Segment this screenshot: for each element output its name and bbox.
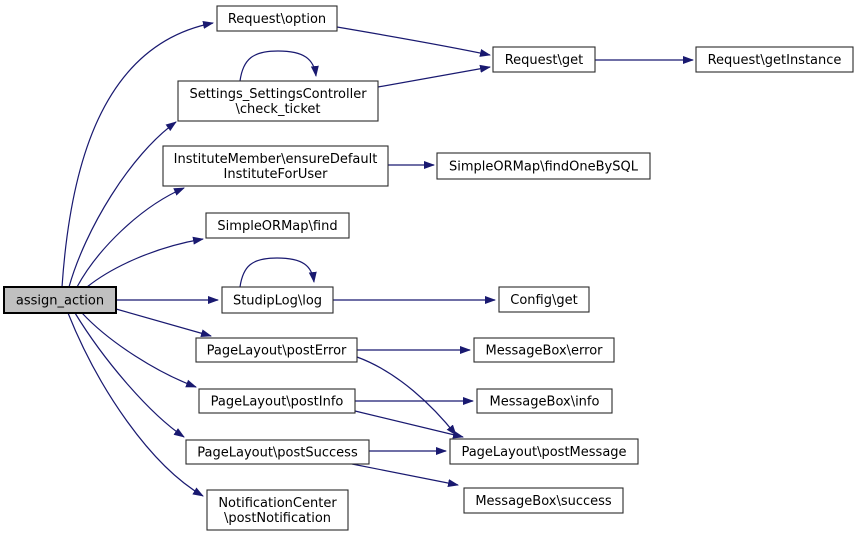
self-loop-edge-studiplog_log (239, 257, 317, 288)
graph-node-pagelayout_posterror[interactable]: PageLayout\postError (195, 337, 358, 363)
node-box-request_getinstance (695, 46, 854, 73)
node-box-config_get (498, 286, 590, 313)
node-box-assign_action (3, 286, 117, 314)
node-label-request_get-line1: Request\get (505, 53, 584, 68)
edge-settings_check_ticket-to-request_get (377, 64, 491, 88)
node-label-pagelayout_posterror-line1: PageLayout\postError (207, 344, 347, 359)
node-label-messagebox_error-line1: MessageBox\error (486, 344, 604, 359)
node-label-studiplog_log-line1: StudipLog\log (233, 294, 322, 309)
edge-pagelayout_posterror-to-pagelayout_postmessage (356, 356, 457, 436)
node-box-messagebox_error (473, 337, 615, 363)
graph-node-request_get[interactable]: Request\get (492, 46, 596, 73)
graph-node-messagebox_success[interactable]: MessageBox\success (463, 487, 624, 514)
edge-assign_action-to-notificationcenter_post (67, 312, 204, 497)
node-label-assign_action-line1: assign_action (16, 294, 104, 309)
graph-node-simpleormap_findonebysql[interactable]: SimpleORMap\findOneBySQL (436, 152, 651, 180)
node-label-simpleormap_find-line1: SimpleORMap\find (217, 219, 337, 234)
node-label-settings_check_ticket-line2: \check_ticket (236, 102, 321, 117)
edge-assign_action-to-institute_member_ensure (76, 187, 185, 288)
graph-node-studiplog_log[interactable]: StudipLog\log (221, 286, 334, 314)
node-box-messagebox_success (463, 487, 624, 514)
node-box-request_get (492, 46, 596, 73)
node-box-pagelayout_postmessage (449, 438, 639, 465)
node-box-messagebox_info (476, 388, 613, 414)
node-box-institute_member_ensure (162, 145, 389, 187)
node-box-pagelayout_posterror (195, 337, 358, 363)
node-box-pagelayout_postsuccess (185, 439, 370, 465)
graph-node-messagebox_info[interactable]: MessageBox\info (476, 388, 613, 414)
graph-node-messagebox_error[interactable]: MessageBox\error (473, 337, 615, 363)
node-box-notificationcenter_post (206, 489, 349, 531)
node-label-config_get-line1: Config\get (510, 293, 577, 308)
node-label-request_getinstance-line1: Request\getInstance (708, 53, 842, 68)
node-label-messagebox_success-line1: MessageBox\success (475, 494, 612, 509)
graph-node-settings_check_ticket[interactable]: Settings_SettingsController\check_ticket (177, 80, 379, 122)
node-box-pagelayout_postinfo (198, 388, 356, 414)
graph-node-request_option[interactable]: Request\option (216, 5, 338, 32)
node-box-studiplog_log (221, 286, 334, 314)
nodes-layer: assign_action Request\optionSettings_Sett… (3, 5, 854, 531)
node-box-simpleormap_find (205, 212, 350, 239)
graph-node-simpleormap_find[interactable]: SimpleORMap\find (205, 212, 350, 239)
edge-request_option-to-request_get (336, 26, 491, 57)
edge-pagelayout_postinfo-to-pagelayout_postmessage (354, 410, 464, 439)
node-label-notificationcenter_post-line1: NotificationCenter (218, 496, 337, 511)
node-label-simpleormap_findonebysql-line1: SimpleORMap\findOneBySQL (449, 160, 639, 175)
edges-layer (61, 20, 694, 497)
graph-node-config_get[interactable]: Config\get (498, 286, 590, 313)
node-label-request_option-line1: Request\option (228, 12, 326, 27)
node-label-institute_member_ensure-line2: InstituteForUser (224, 167, 329, 182)
node-label-institute_member_ensure-line1: InstituteMember\ensureDefault (174, 152, 378, 167)
edge-assign_action-to-pagelayout_posterror (115, 308, 212, 338)
graph-node-pagelayout_postsuccess[interactable]: PageLayout\postSuccess (185, 439, 370, 465)
edge-assign_action-to-request_option (61, 20, 214, 288)
graph-node-pagelayout_postmessage[interactable]: PageLayout\postMessage (449, 438, 639, 465)
node-box-request_option (216, 5, 338, 32)
graph-node-notificationcenter_post[interactable]: NotificationCenter\postNotification (206, 489, 349, 531)
self-loop-edge-settings_check_ticket (239, 50, 319, 82)
node-label-pagelayout_postinfo-line1: PageLayout\postInfo (211, 395, 344, 410)
edge-assign_action-to-pagelayout_postsuccess (74, 312, 185, 438)
graph-node-request_getinstance[interactable]: Request\getInstance (695, 46, 854, 73)
node-label-pagelayout_postsuccess-line1: PageLayout\postSuccess (197, 446, 358, 461)
graph-node-assign_action[interactable]: assign_action (3, 286, 117, 314)
node-label-pagelayout_postmessage-line1: PageLayout\postMessage (461, 445, 626, 460)
edge-assign_action-to-settings_check_ticket (68, 121, 177, 288)
node-label-notificationcenter_post-line2: \postNotification (224, 511, 331, 526)
node-box-simpleormap_findonebysql (436, 152, 651, 180)
edge-assign_action-to-pagelayout_postinfo (81, 312, 197, 388)
edge-assign_action-to-simpleormap_find (86, 236, 204, 288)
graph-node-institute_member_ensure[interactable]: InstituteMember\ensureDefaultInstituteFo… (162, 145, 389, 187)
edge-pagelayout_postsuccess-to-messagebox_success (351, 463, 459, 487)
node-label-messagebox_info-line1: MessageBox\info (490, 395, 600, 410)
node-box-settings_check_ticket (177, 80, 379, 122)
node-label-settings_check_ticket-line1: Settings_SettingsController (189, 87, 367, 102)
graph-node-pagelayout_postinfo[interactable]: PageLayout\postInfo (198, 388, 356, 414)
